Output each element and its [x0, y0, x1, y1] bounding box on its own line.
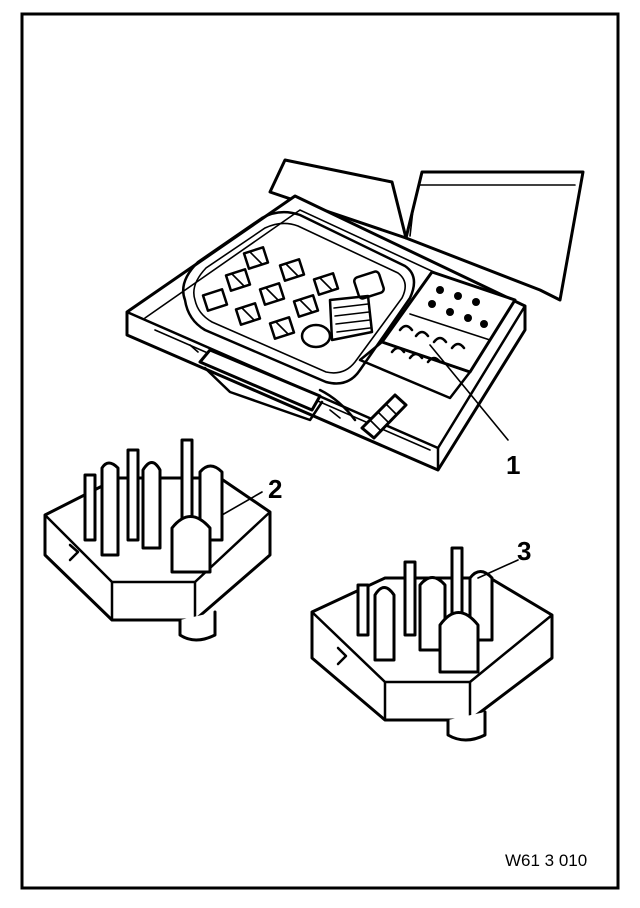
figure-border: [20, 12, 620, 890]
figure-reference: W61 3 010: [505, 851, 587, 870]
button-icon: [224, 268, 252, 292]
pin: [83, 473, 97, 542]
pin: [170, 515, 212, 574]
case-handle: [189, 344, 341, 422]
callout-leader-1: [429, 344, 509, 441]
pin: [403, 560, 417, 637]
button-icon: [258, 282, 286, 306]
callout-1: 1: [506, 450, 520, 480]
case-lid: [268, 158, 585, 302]
callout-2: 2: [268, 474, 282, 504]
test-button-grid: [201, 246, 340, 340]
pin: [180, 438, 194, 522]
pin: [141, 461, 162, 550]
pin: [126, 448, 140, 542]
button-icon: [292, 294, 320, 318]
adapter-panel: [358, 270, 517, 400]
connector-plug: [300, 270, 385, 349]
adapter-plate-3: [310, 546, 554, 742]
tester-case: [125, 158, 585, 472]
cable-lead: [318, 388, 408, 440]
button-icon: [242, 246, 270, 270]
cable-tray: [181, 210, 416, 385]
adapter-plate-2: [43, 438, 272, 642]
button-icon: [278, 258, 306, 282]
button-icon: [268, 316, 296, 340]
button-icon: [234, 302, 262, 326]
pin: [100, 461, 120, 557]
button-icon: [312, 272, 340, 296]
callout-leader-2: [221, 491, 263, 516]
button-icon: [201, 288, 229, 312]
callout-3: 3: [517, 536, 531, 566]
callout-leader-3: [477, 559, 519, 579]
pin: [438, 611, 480, 674]
pin: [373, 586, 396, 662]
pin: [356, 583, 370, 637]
